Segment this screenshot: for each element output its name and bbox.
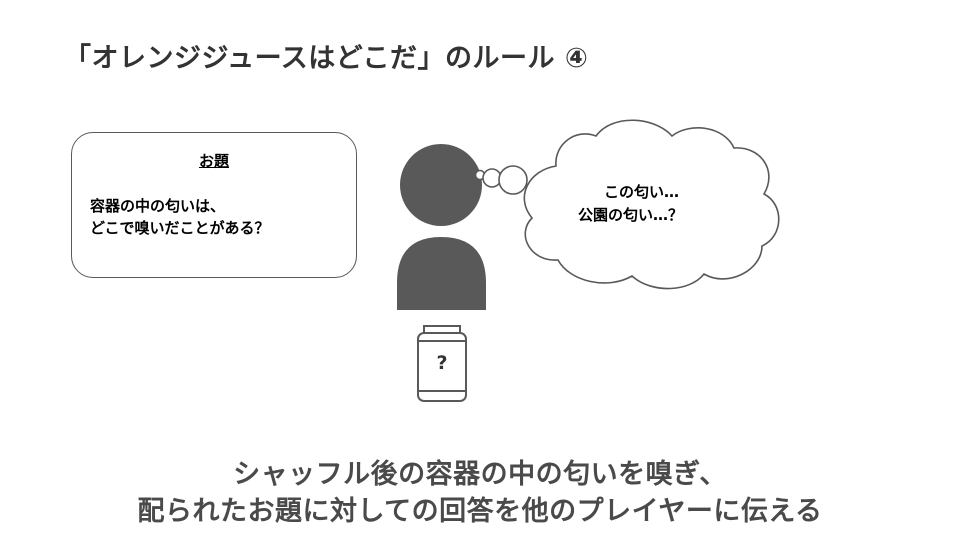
person-head [400,144,482,226]
thought-cloud [523,119,780,290]
prompt-card-heading: お題 [198,152,229,170]
can-icon [417,325,467,402]
person-silhouette-icon [397,144,486,310]
thought-dot-medium [482,168,502,188]
footer-line: 配られたお題に対しての回答を他のプレイヤーに伝える [137,496,823,527]
thought-dot-large [498,165,528,195]
thought-line: 公園の匂い…？ [578,206,684,224]
can-label: ? [436,352,448,374]
person-body [397,237,486,310]
prompt-card-line: どこで嗅いだことがある？ [90,219,270,237]
prompt-card-line: 容器の中の匂いは、 [90,197,226,215]
prompt-card: お題 容器の中の匂いは、 どこで嗅いだことがある？ [71,132,357,278]
slide-title: 「オレンジジュースはどこだ」のルール ④ [64,43,589,74]
thought-bubble-icon [474,119,780,290]
can-body [417,332,467,402]
thought-line: この匂い… [604,183,680,201]
can-lid [423,325,461,333]
footer-line: シャッフル後の容器の中の匂いを嗅ぎ、 [233,459,727,490]
